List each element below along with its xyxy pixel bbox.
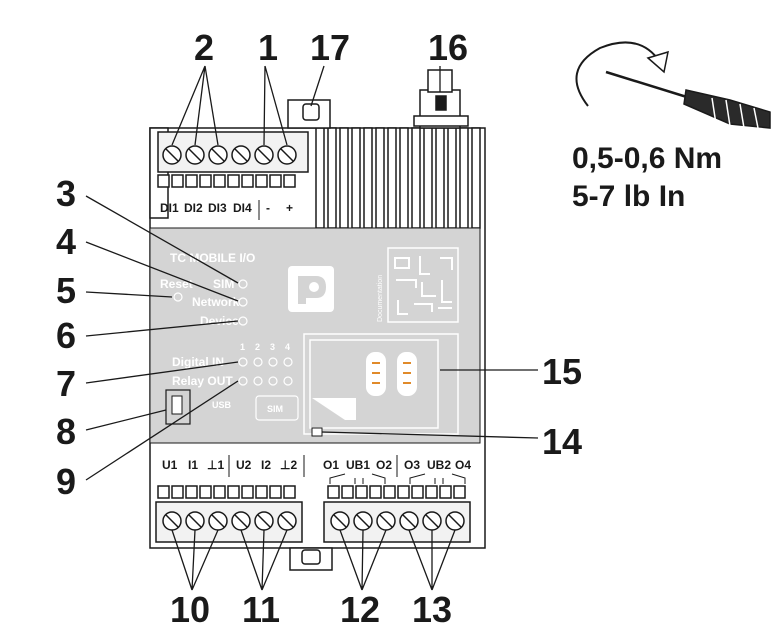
callout-10: 10 [170,589,210,630]
bottom-clip [289,547,333,571]
label-sim: SIM [213,277,234,291]
label-relay-out: Relay OUT [172,374,233,388]
callout-15: 15 [542,351,582,392]
label-u2: U2 [236,458,252,472]
top-terminal-labels: DI1 DI2 DI3 DI4 - + [160,201,293,215]
label-ub2: UB2 [427,458,451,472]
label-device: Device [200,314,239,328]
channel-1: 1 [240,342,245,352]
channel-3: 3 [270,342,275,352]
callout-13: 13 [412,589,452,630]
label-di4: DI4 [233,201,252,215]
channel-leds [238,357,293,386]
callout-3: 3 [56,173,76,214]
label-i2: I2 [261,458,271,472]
bottom-terminal-screws [162,511,465,531]
torque-nm: 0,5-0,6 Nm [572,142,722,175]
label-di2: DI2 [184,201,203,215]
label-gnd2: ⊥2 [280,458,297,472]
label-o1: O1 [323,458,339,472]
label-o4: O4 [455,458,471,472]
top-terminal-screws [162,145,297,165]
label-u1: U1 [162,458,178,472]
brand-logo [288,266,334,312]
sim-card-slot[interactable] [303,333,459,435]
callout-14: 14 [542,421,582,462]
label-plus: + [286,201,293,215]
label-gnd1: ⊥1 [207,458,224,472]
callout-17: 17 [310,27,350,68]
label-network: Network [192,295,240,309]
label-ub1: UB1 [346,458,370,472]
torque-lbin: 5-7 lb In [572,180,685,213]
usb-port[interactable] [165,389,191,425]
label-reset: Reset [160,277,193,291]
label-i1: I1 [188,458,198,472]
channel-4: 4 [285,342,290,352]
cooling-fins-top [315,127,481,229]
label-sim-slot: SIM [267,404,283,414]
callout-11: 11 [242,589,280,630]
status-leds [173,279,248,326]
callout-5: 5 [56,270,76,311]
label-o2: O2 [376,458,392,472]
qr-code: Documentation [377,247,459,323]
label-di3: DI3 [208,201,227,215]
label-o3: O3 [404,458,420,472]
label-di1: DI1 [160,201,179,215]
channel-2: 2 [255,342,260,352]
label-minus: - [266,201,270,215]
screwdriver-icon [575,41,771,129]
callout-16: 16 [428,27,468,68]
callout-12: 12 [340,589,380,630]
label-usb: USB [212,400,232,410]
callout-7: 7 [56,363,76,404]
top-terminal-teeth [157,174,296,188]
callout-2: 2 [194,27,214,68]
callout-6: 6 [56,315,76,356]
callout-numbers: 1 2 3 4 5 6 7 8 9 10 11 12 13 14 15 16 1… [56,27,582,630]
leader-lines [85,65,539,591]
reset-button[interactable] [173,292,183,302]
callout-9: 9 [56,461,76,502]
callout-1: 1 [258,27,278,68]
label-documentation: Documentation [377,275,384,322]
device-name: TC MOBILE I/O [170,251,255,265]
bottom-terminal-teeth [157,485,466,499]
callout-8: 8 [56,411,76,452]
callout-4: 4 [56,221,76,262]
relay-contact-symbols [228,455,466,484]
bottom-terminal-labels: U1 I1 ⊥1 U2 I2 ⊥2 O1 UB1 O2 O3 UB2 O4 [162,458,471,472]
